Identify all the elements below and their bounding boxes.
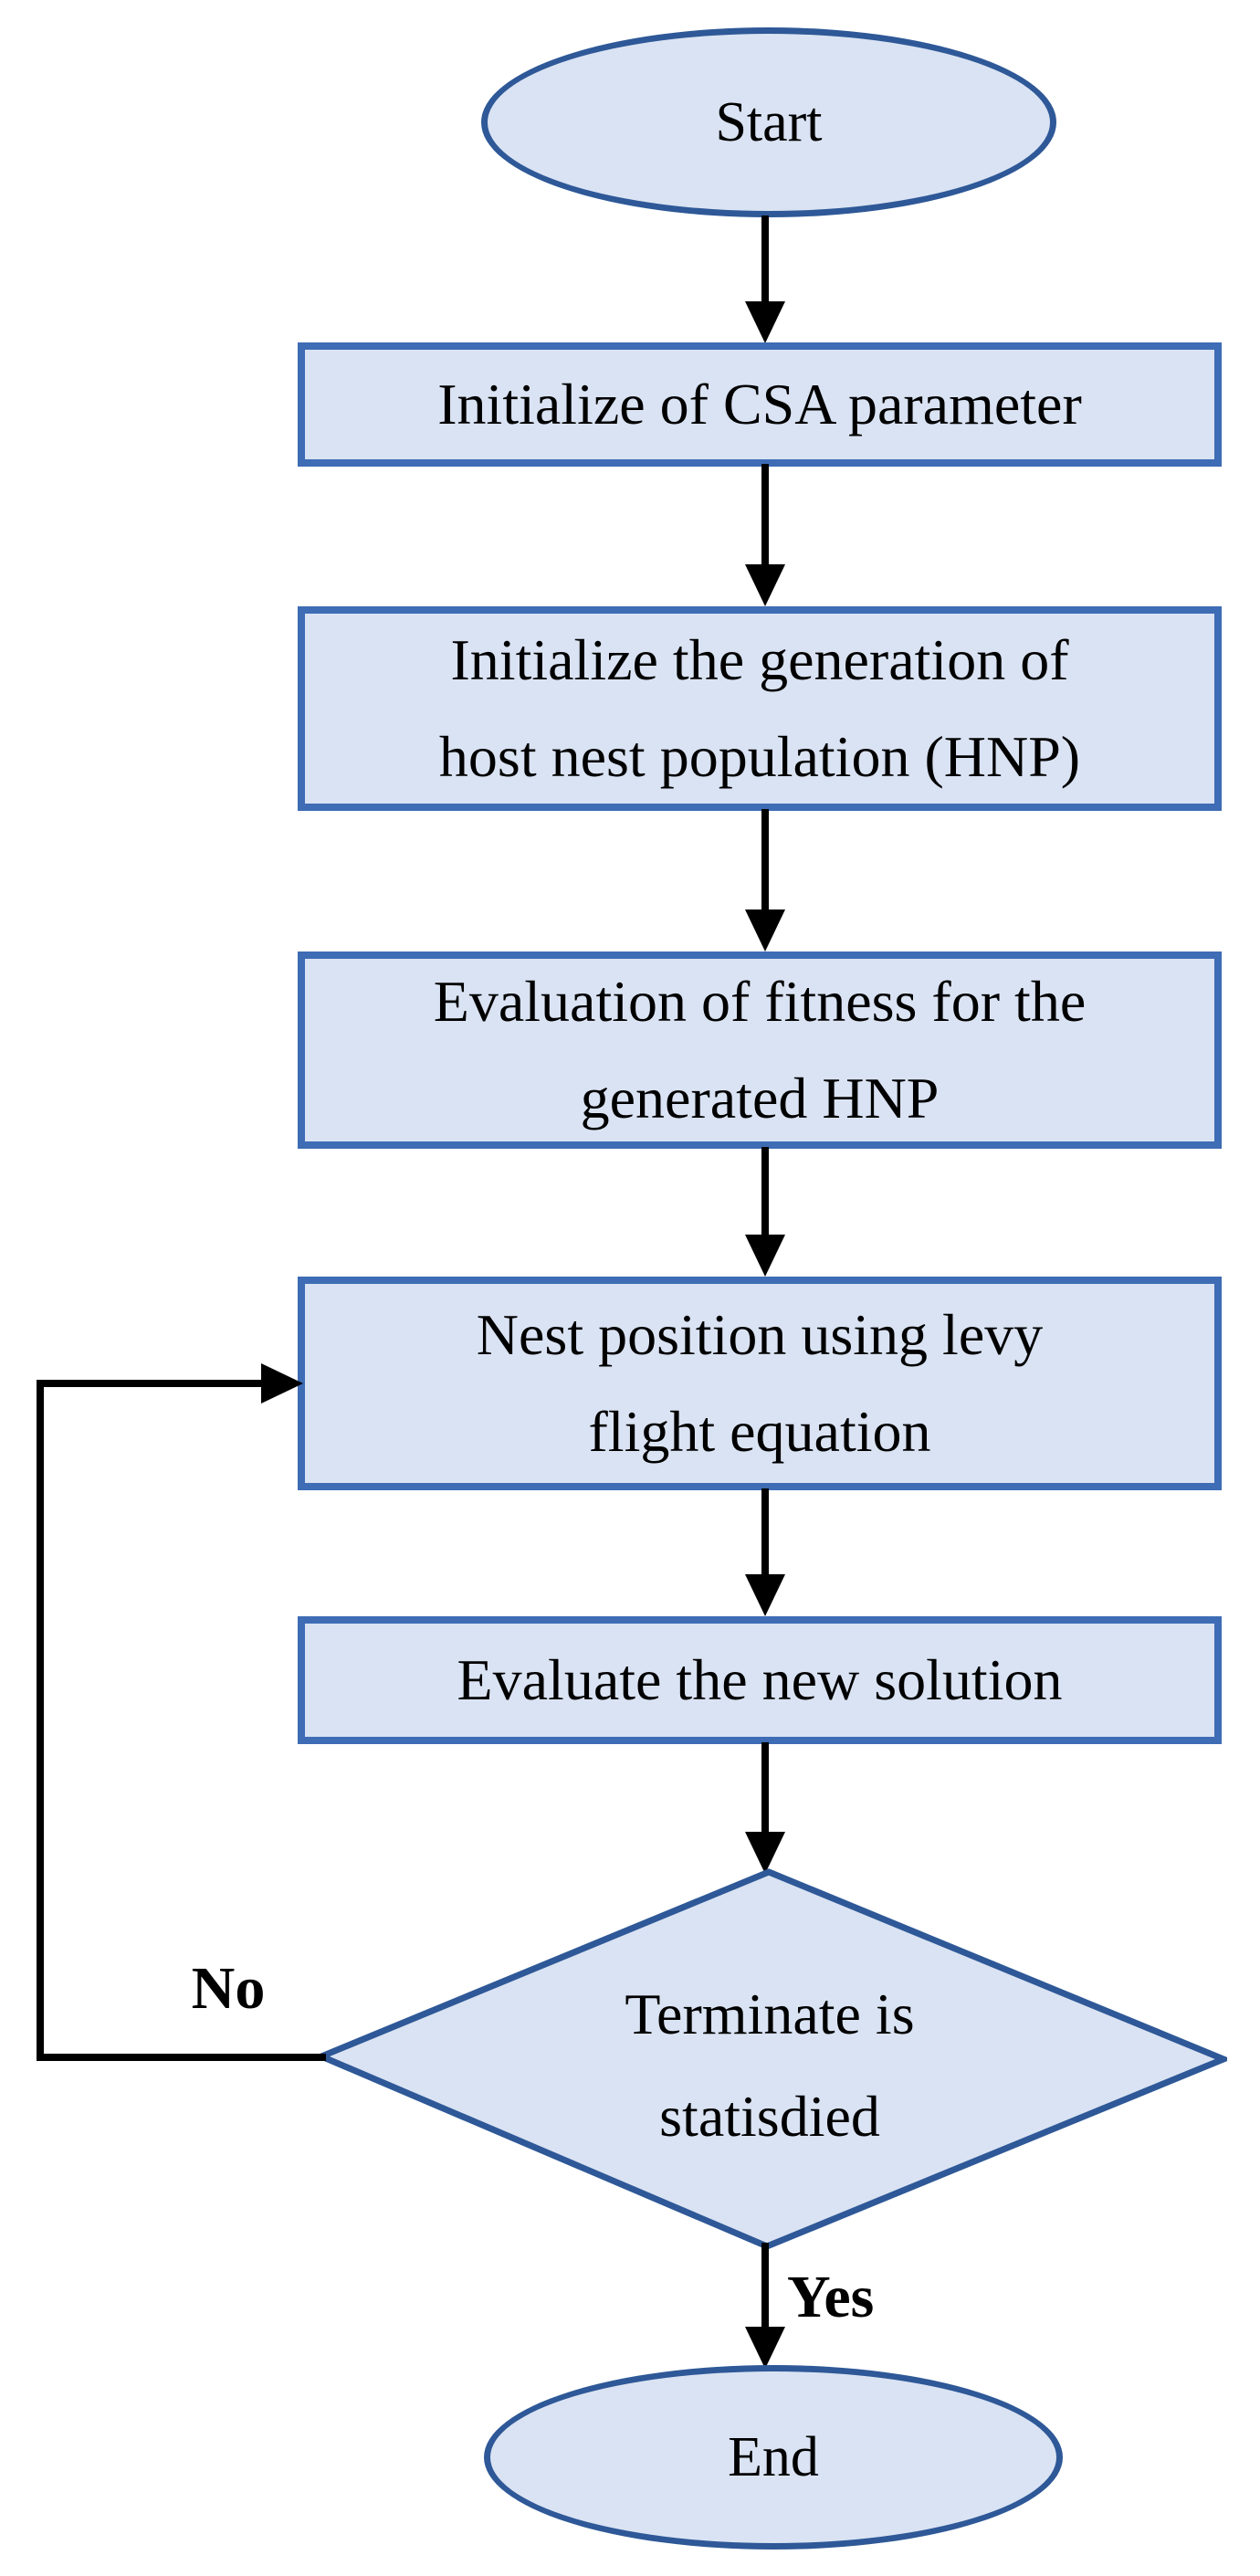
node-eval-fitness-line1: Evaluation of fitness for the bbox=[433, 969, 1087, 1034]
edge-no-vertical-line bbox=[37, 1382, 44, 2061]
edge-label-no: No bbox=[191, 1955, 266, 2022]
node-end: End bbox=[484, 2365, 1063, 2550]
edge-no-arrowhead-icon bbox=[261, 1363, 303, 1404]
edge-nestposition-evalsolution-arrowhead-icon bbox=[745, 1574, 785, 1616]
edge-initcsa-inithnp-arrowhead-icon bbox=[745, 564, 785, 606]
edge-no-horizontal-top-line bbox=[37, 1380, 265, 1387]
edge-start-initcsa-line bbox=[761, 216, 769, 301]
edge-terminate-end-arrowhead-icon bbox=[745, 2327, 785, 2369]
edge-inithnp-evalfitness-line bbox=[761, 809, 769, 909]
node-start-label: Start bbox=[715, 90, 823, 153]
node-nest-position-line1: Nest position using levy bbox=[476, 1302, 1044, 1367]
node-init-hnp-line2: host nest population (HNP) bbox=[438, 724, 1081, 789]
node-start: Start bbox=[481, 27, 1056, 217]
node-init-hnp-line1: Initialize the generation of bbox=[450, 627, 1069, 692]
node-eval-fitness-line2: generated HNP bbox=[580, 1066, 940, 1130]
edge-label-yes: Yes bbox=[787, 2264, 875, 2330]
edge-evalfitness-nestposition-line bbox=[761, 1147, 769, 1235]
edge-terminate-end-line bbox=[761, 2243, 769, 2327]
node-terminate: Terminate is statisdied bbox=[409, 1963, 1130, 2168]
node-terminate-line2: statisdied bbox=[659, 2084, 880, 2149]
edge-evalsolution-terminate-line bbox=[761, 1742, 769, 1832]
node-init-hnp: Initialize the generation of host nest p… bbox=[298, 606, 1222, 811]
node-eval-solution-label: Evaluate the new solution bbox=[457, 1647, 1063, 1712]
edge-evalfitness-nestposition-arrowhead-icon bbox=[745, 1235, 785, 1277]
node-terminate-line1: Terminate is bbox=[625, 1982, 915, 2046]
node-nest-position-line2: flight equation bbox=[588, 1399, 931, 1464]
edge-nestposition-evalsolution-line bbox=[761, 1488, 769, 1574]
edge-evalsolution-terminate-arrowhead-icon bbox=[745, 1832, 785, 1874]
node-nest-position: Nest position using levy flight equation bbox=[298, 1277, 1222, 1490]
edge-initcsa-inithnp-line bbox=[761, 464, 769, 564]
node-end-label: End bbox=[728, 2425, 819, 2488]
edge-start-initcsa-arrowhead-icon bbox=[745, 301, 785, 343]
node-init-csa: Initialize of CSA parameter bbox=[298, 342, 1222, 467]
node-eval-solution: Evaluate the new solution bbox=[298, 1616, 1222, 1744]
node-init-csa-label: Initialize of CSA parameter bbox=[437, 372, 1082, 436]
edge-no-horizontal-bottom-line bbox=[37, 2054, 326, 2061]
node-eval-fitness: Evaluation of fitness for the generated … bbox=[298, 952, 1222, 1149]
edge-inithnp-evalfitness-arrowhead-icon bbox=[745, 909, 785, 952]
